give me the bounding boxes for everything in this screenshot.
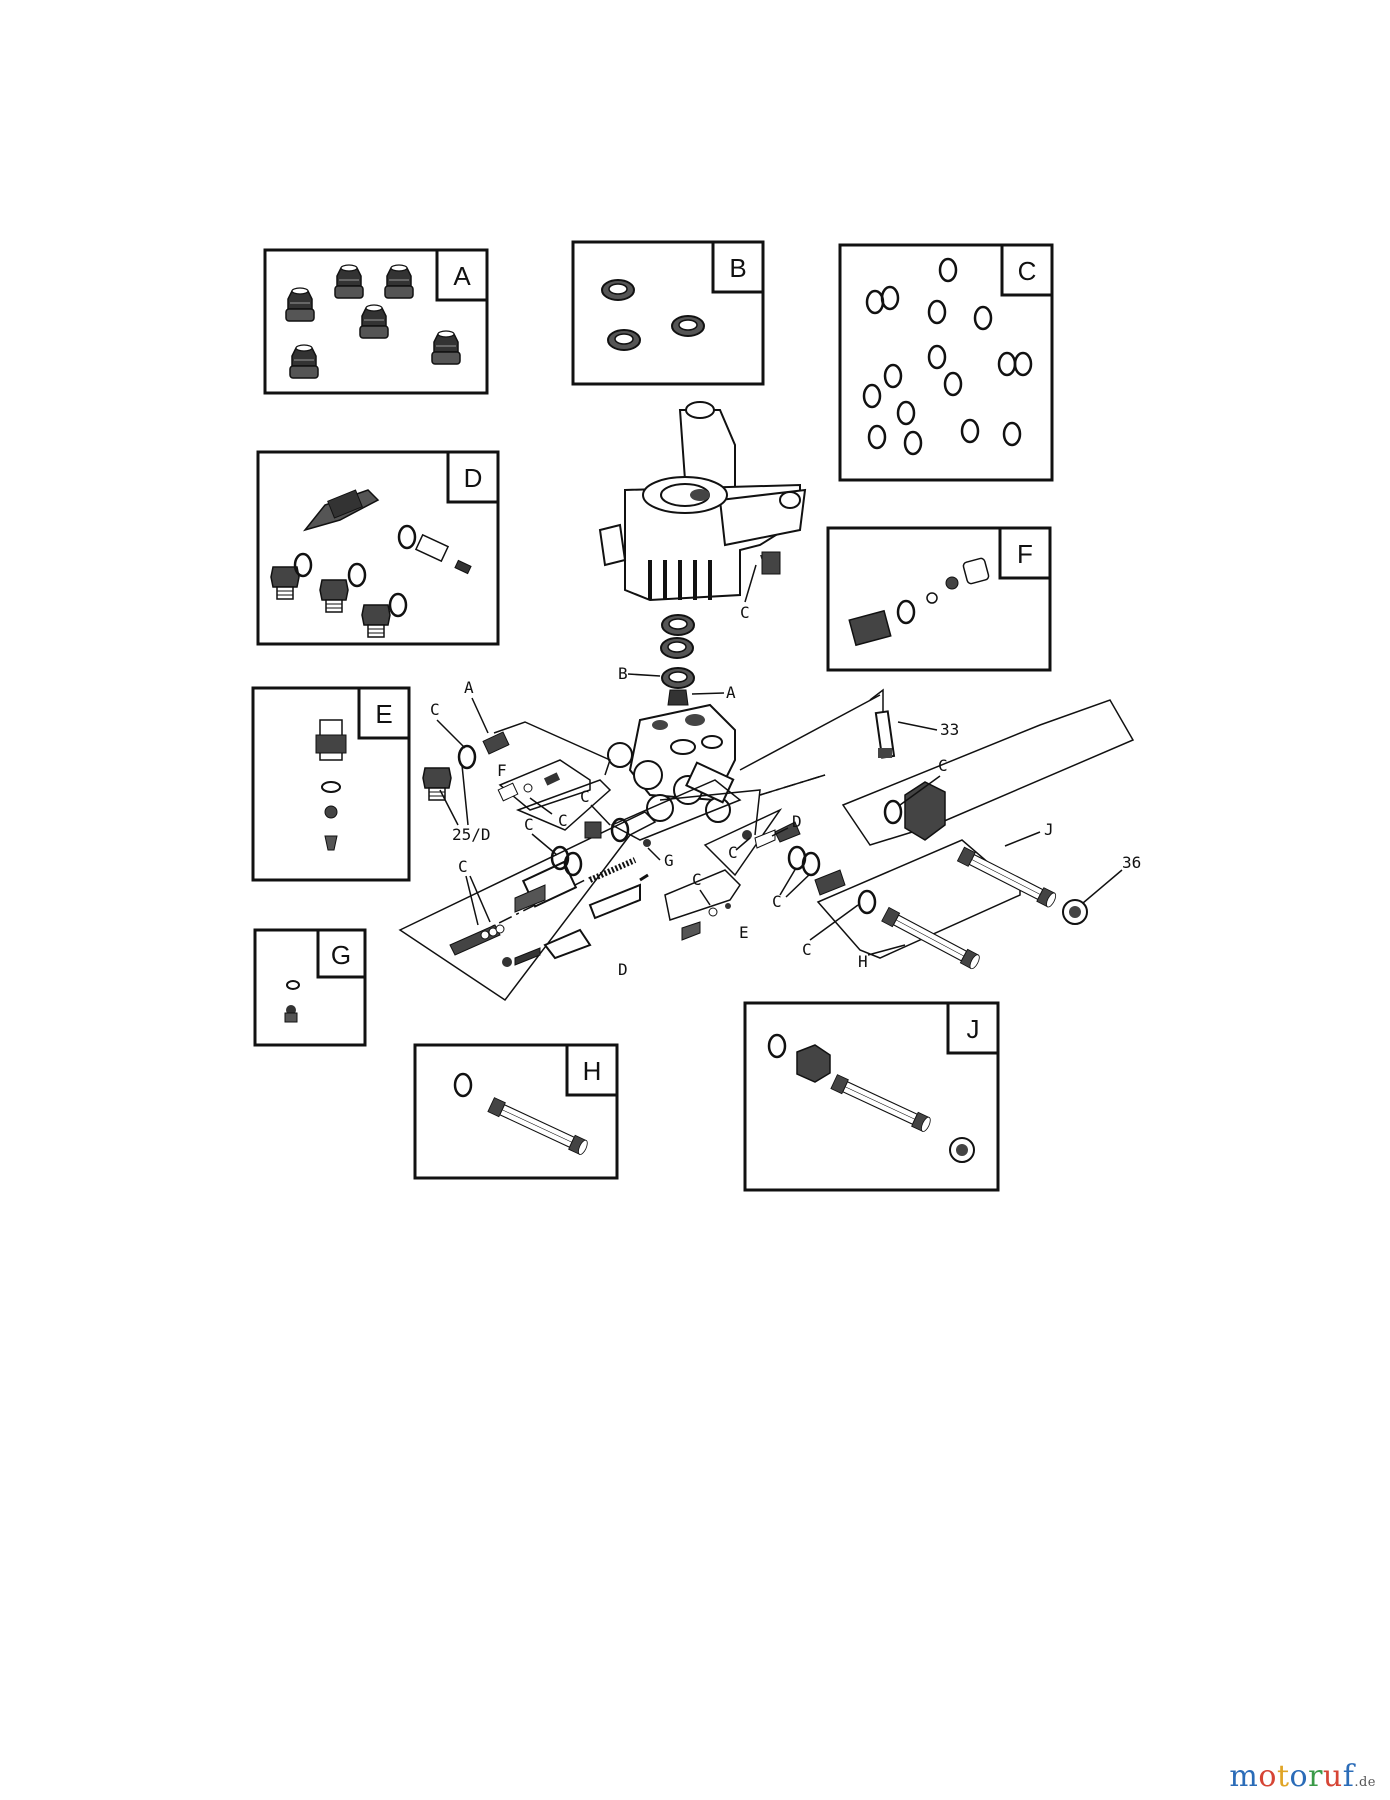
callout-c-right2: C xyxy=(728,843,738,862)
watermark-letter: m xyxy=(1229,1759,1259,1794)
nipple-fitting-icon xyxy=(315,719,347,851)
callout-c-right3: C xyxy=(772,892,782,911)
nozzle-icon xyxy=(285,264,461,379)
kit-J-box: J xyxy=(743,1001,1000,1192)
kit-E-box: E xyxy=(251,686,411,882)
callout-d-right: D xyxy=(792,812,802,831)
kit-letter-E: E xyxy=(375,699,392,729)
seal-icon xyxy=(601,279,705,351)
callout-c-left: C xyxy=(430,700,440,719)
callout-j-right: J xyxy=(1044,820,1054,839)
callout-h-label: H xyxy=(858,952,868,971)
kit-letter-A: A xyxy=(453,261,471,291)
watermark-logo: motoruf.de xyxy=(1229,1759,1376,1794)
kit-letter-C: C xyxy=(1018,256,1037,286)
callout-f-left: F xyxy=(497,761,507,780)
kit-B-box: B xyxy=(571,240,765,386)
pump-manifold xyxy=(607,703,736,823)
watermark-letter: t xyxy=(1276,1759,1290,1794)
kit-letter-G: G xyxy=(331,940,351,970)
callout-b-seal: B xyxy=(618,664,628,683)
callout-c-upper: C xyxy=(740,603,750,622)
callout-a-valve: A xyxy=(726,683,736,702)
callout-c-left-low: C xyxy=(458,857,468,876)
callout-c-mid2: C xyxy=(524,815,534,834)
assembly-lines xyxy=(398,688,1135,1002)
callout-g-mid: G xyxy=(664,851,674,870)
callout-d-low: D xyxy=(618,960,628,979)
callout-labels: C B A A C F C C C 25/D 33 C J 36 D C C G xyxy=(430,564,1141,979)
callout-c-h: C xyxy=(802,940,812,959)
screw-icon xyxy=(284,980,300,1023)
callout-33: 33 xyxy=(940,720,959,739)
watermark-letter: o xyxy=(1258,1759,1277,1794)
callout-c-low: C xyxy=(692,870,702,889)
watermark-letter: r xyxy=(1308,1759,1323,1794)
kit-H-box: H xyxy=(413,1043,619,1180)
unloader-valve-icon xyxy=(270,489,472,638)
watermark-letter: o xyxy=(1289,1759,1309,1794)
kit-F-box: F xyxy=(826,526,1052,672)
kit-letter-F: F xyxy=(1017,539,1033,569)
kit-letter-J: J xyxy=(967,1014,980,1044)
kit-letter-D: D xyxy=(464,463,483,493)
callout-25d: 25/D xyxy=(452,825,491,844)
callout-e-low: E xyxy=(739,923,749,942)
kit-G-box: G xyxy=(253,928,367,1047)
watermark-letter: u xyxy=(1322,1759,1343,1794)
callout-a-left: A xyxy=(464,678,474,697)
pump-crankcase xyxy=(598,401,807,706)
callout-c-f1: C xyxy=(558,811,568,830)
callout-36: 36 xyxy=(1122,853,1141,872)
outlet-tube-icon xyxy=(767,1033,975,1163)
kit-A-box: A xyxy=(263,248,489,395)
callout-c-right: C xyxy=(938,756,948,775)
kit-D-box: D xyxy=(256,450,500,646)
kit-letter-B: B xyxy=(729,253,746,283)
kit-letter-H: H xyxy=(583,1056,602,1086)
check-valve-icon xyxy=(848,557,990,647)
loose-parts xyxy=(422,710,1088,971)
watermark-suffix: .de xyxy=(1354,1775,1376,1790)
kit-C-box: C xyxy=(838,243,1054,482)
callout-c-mid: C xyxy=(580,787,590,806)
watermark-letter: f xyxy=(1342,1759,1355,1794)
